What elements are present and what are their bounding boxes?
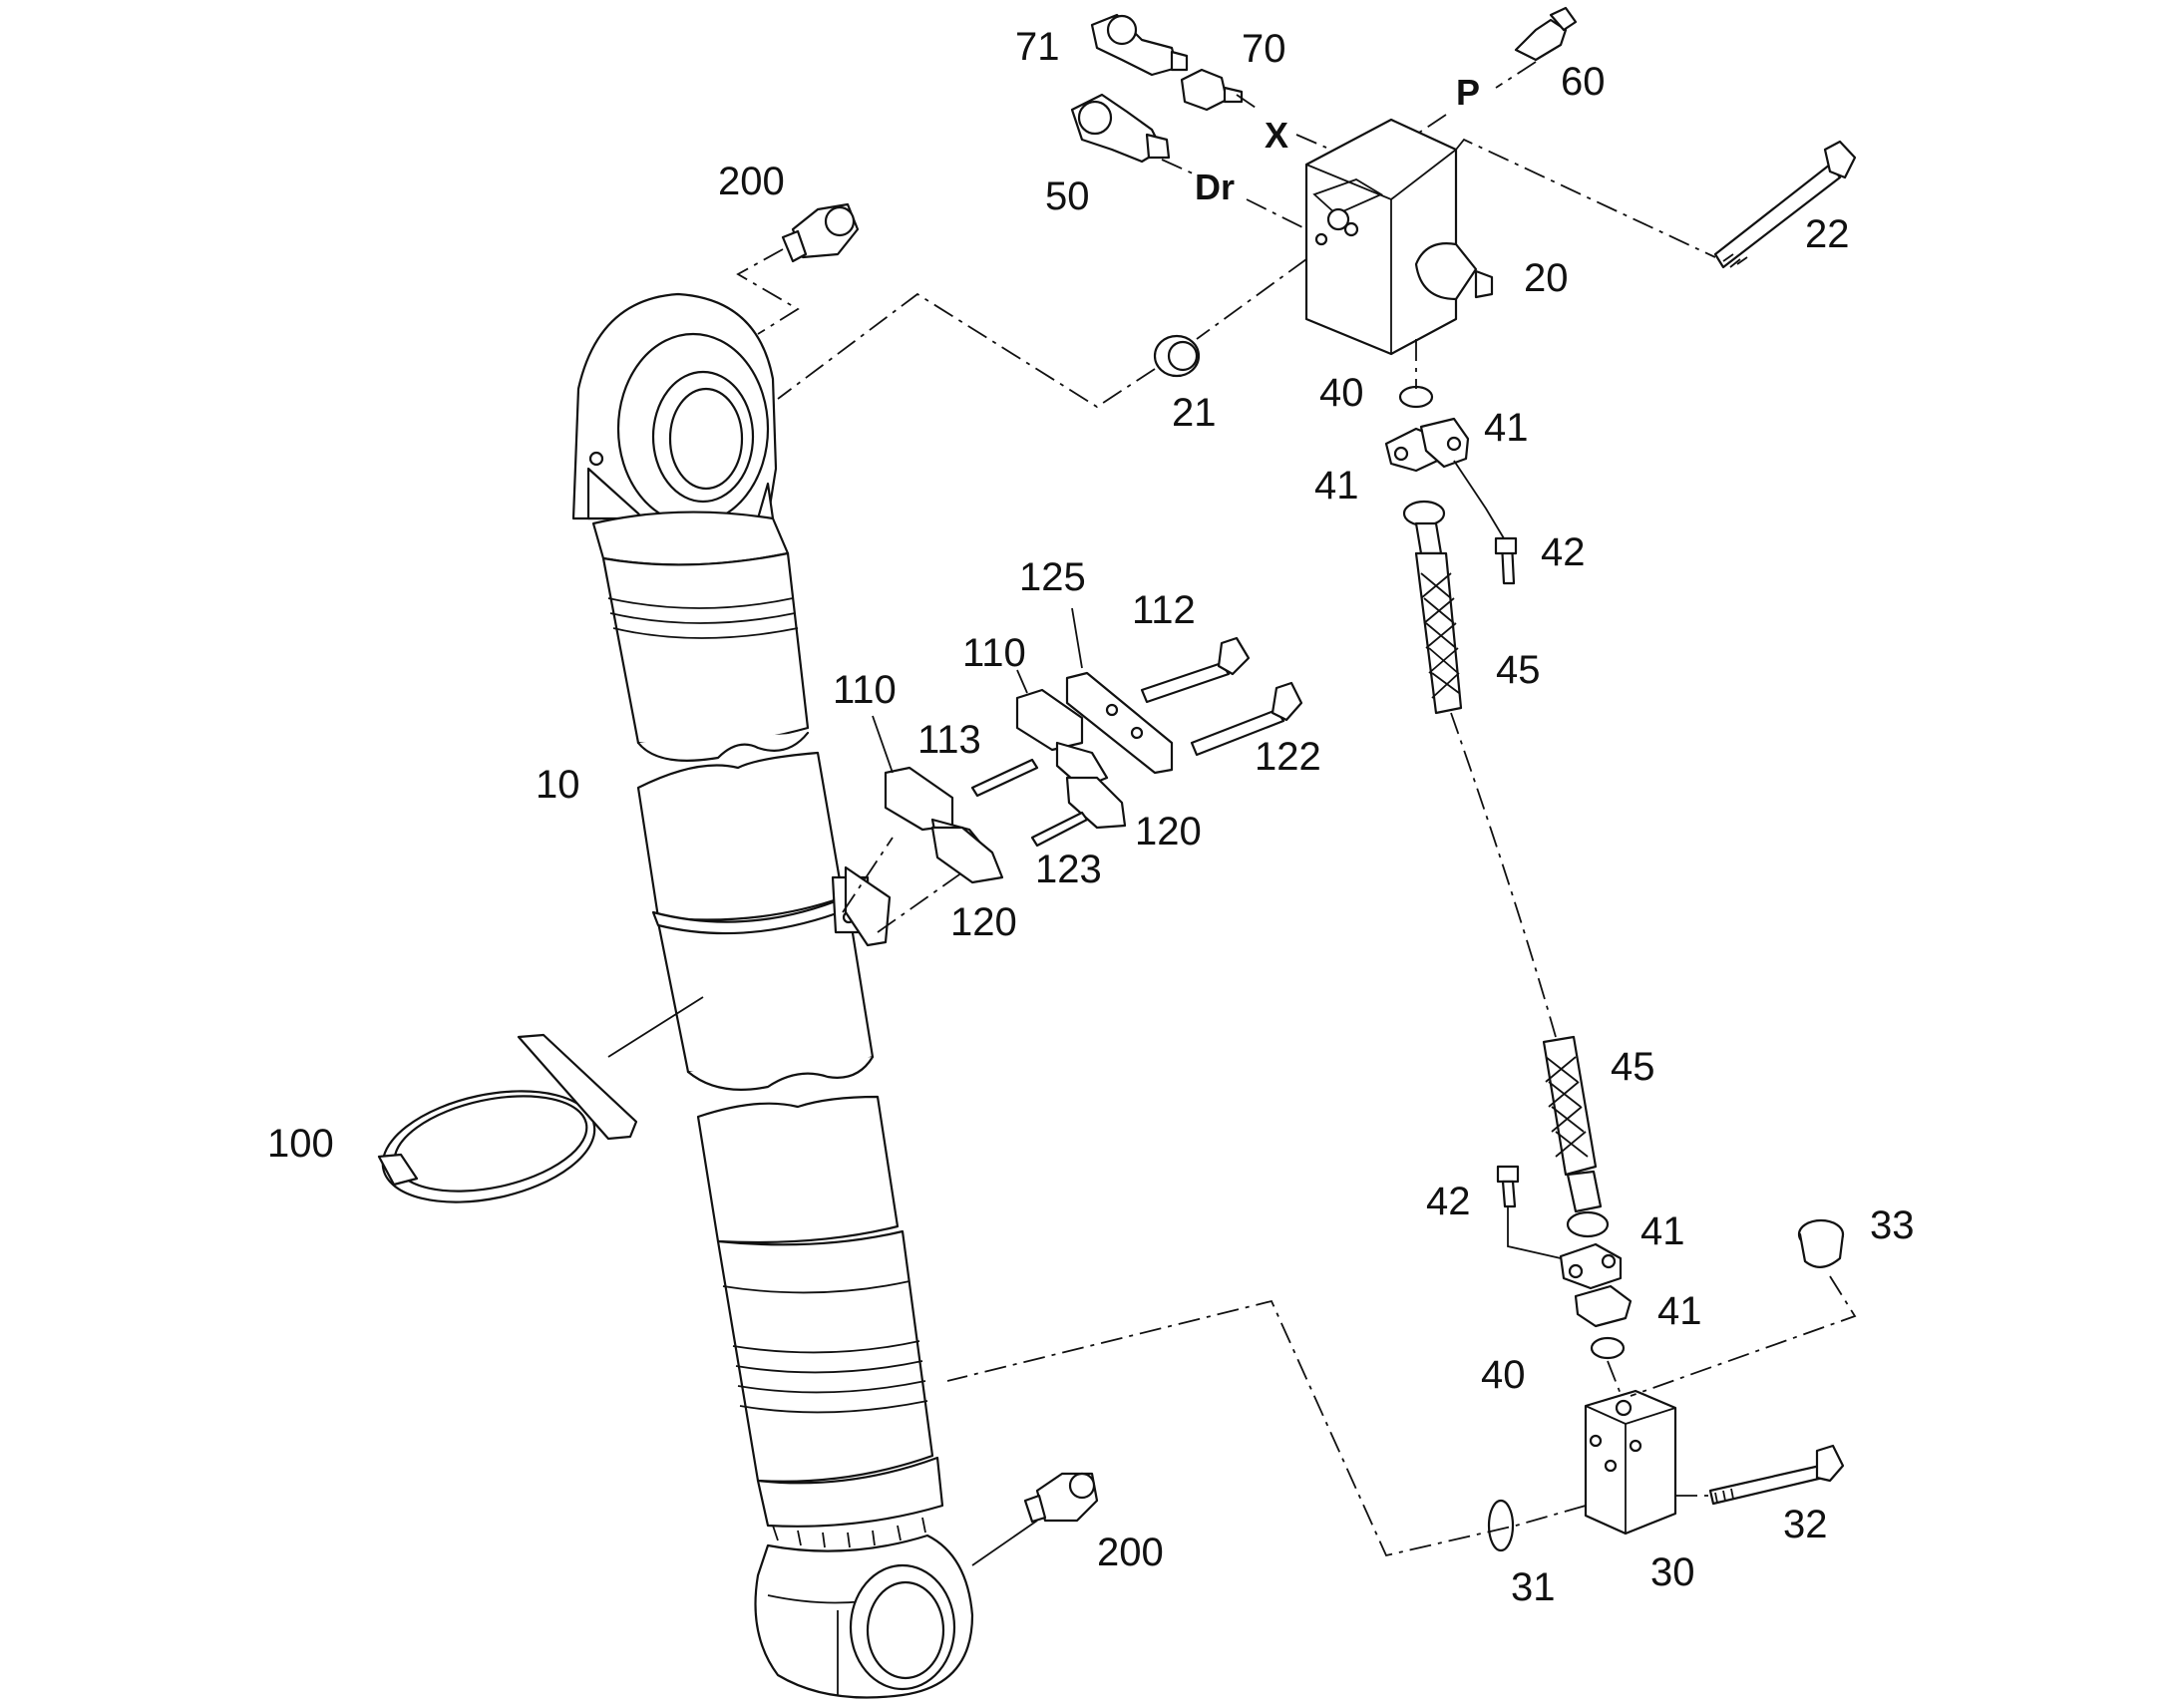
callout-42-lower: 42 (1426, 1180, 1471, 1223)
callout-41-a: 41 (1484, 406, 1529, 450)
callout-45-upper: 45 (1496, 648, 1541, 692)
o-ring (1153, 334, 1201, 378)
callout-123: 123 (1035, 848, 1102, 891)
hose-lower (1542, 1035, 1610, 1238)
callout-20: 20 (1524, 256, 1569, 300)
callout-33: 33 (1870, 1203, 1915, 1247)
callout-122: 122 (1255, 735, 1321, 779)
callout-70: 70 (1242, 27, 1286, 71)
bolt-32 (1708, 1444, 1845, 1506)
callout-110-a: 110 (833, 668, 897, 712)
o-ring-upper (1398, 385, 1434, 409)
port-label-x: X (1265, 115, 1288, 156)
callout-110-b: 110 (962, 631, 1026, 675)
callout-40-lower: 40 (1481, 1353, 1526, 1397)
fitting-200-lower (1023, 1472, 1099, 1524)
valve-block-lower (1584, 1389, 1677, 1536)
hose-bracket-assembly (844, 636, 1303, 947)
callout-71: 71 (1015, 25, 1060, 69)
callout-50: 50 (1045, 174, 1090, 218)
callout-100: 100 (267, 1122, 334, 1166)
o-ring-31 (1487, 1499, 1515, 1552)
fitting-200-upper (781, 202, 860, 263)
callout-113: 113 (917, 718, 981, 762)
callout-112: 112 (1132, 588, 1196, 632)
split-flange-upper (1384, 417, 1470, 473)
callout-22: 22 (1805, 212, 1850, 256)
callout-120-a: 120 (1135, 810, 1202, 854)
callout-200-upper: 200 (718, 160, 785, 203)
hose-upper (1402, 500, 1463, 715)
callout-200-lower: 200 (1097, 1531, 1164, 1574)
valve-block (1304, 118, 1494, 356)
port-label-dr: Dr (1195, 167, 1235, 207)
callout-41-d: 41 (1657, 1289, 1702, 1333)
leader-lines (607, 61, 1857, 1566)
bolt-upper (1494, 536, 1518, 585)
hydraulic-cylinder (571, 292, 974, 1699)
callout-41-c: 41 (1640, 1209, 1685, 1253)
o-ring-lower (1590, 1336, 1626, 1360)
port-label-p: P (1456, 72, 1480, 113)
callout-21: 21 (1172, 391, 1217, 435)
callout-labels: 10 20 21 22 30 31 32 33 40 40 41 41 41 4… (267, 25, 1915, 1609)
callout-42-upper: 42 (1541, 530, 1586, 574)
callout-60: 60 (1561, 60, 1606, 104)
pipe-clamp (377, 1033, 638, 1203)
callout-45-lower: 45 (1611, 1045, 1655, 1089)
callout-10: 10 (536, 763, 580, 807)
callout-31: 31 (1511, 1565, 1556, 1609)
bolt-lower (1496, 1165, 1520, 1208)
split-flange-lower (1559, 1242, 1633, 1328)
callout-120-b: 120 (950, 900, 1017, 944)
callout-40-upper: 40 (1319, 371, 1364, 415)
fittings-top (1070, 6, 1857, 269)
callout-125: 125 (1019, 555, 1086, 599)
callout-30: 30 (1650, 1550, 1695, 1594)
plug (1797, 1218, 1845, 1268)
callout-41-b: 41 (1314, 464, 1359, 508)
callout-32: 32 (1783, 1503, 1828, 1546)
